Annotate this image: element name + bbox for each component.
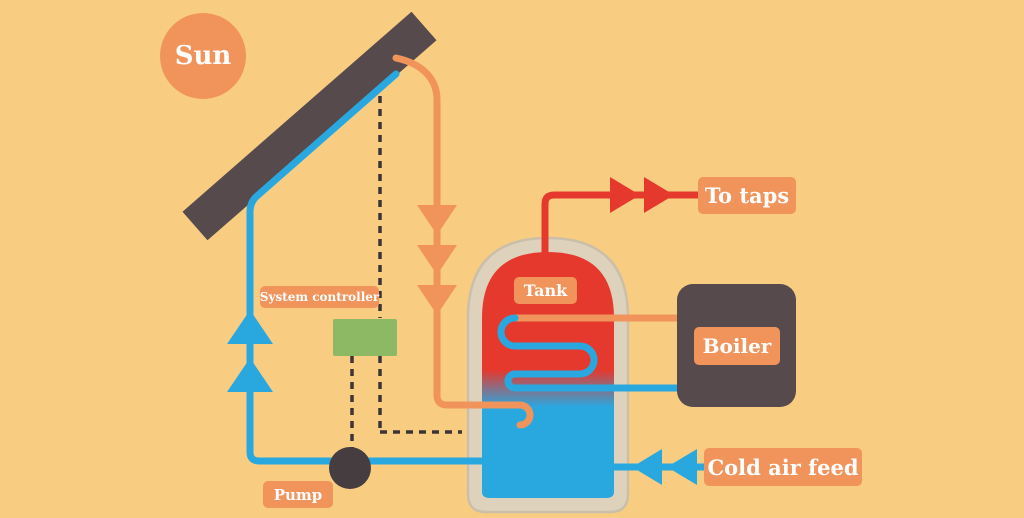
to-taps-text: To taps [704, 183, 790, 208]
system-controller-label: System controller [260, 286, 379, 308]
tank-text: Tank [523, 281, 568, 300]
to-taps-pipe [541, 191, 704, 256]
cold-up-arrows [227, 310, 273, 392]
pump-label: Pump [263, 481, 333, 508]
tank-label: Tank [514, 277, 577, 304]
boiler-text: Boiler [702, 334, 772, 358]
solar-panel [182, 11, 437, 241]
boiler-coil-pipe [497, 314, 694, 392]
controller-wires [350, 70, 462, 448]
cold-air-feed-text: Cold air feed [707, 454, 859, 480]
solar-flow-pipe [392, 54, 534, 429]
to-taps-label: To taps [698, 177, 796, 214]
system-controller-text: System controller [259, 290, 380, 304]
sun-label: Sun [160, 13, 246, 99]
sun-text: Sun [174, 41, 232, 71]
pump-body [329, 447, 371, 489]
system-controller-unit [333, 319, 397, 356]
to-taps-arrows [610, 177, 674, 213]
cold-air-feed-label: Cold air feed [704, 448, 862, 486]
boiler-label: Boiler [694, 327, 780, 365]
pump-text: Pump [273, 485, 323, 504]
cold-feed-arrows [632, 449, 697, 485]
solar-return-pipe [246, 70, 598, 465]
hot-down-arrows [417, 205, 457, 315]
